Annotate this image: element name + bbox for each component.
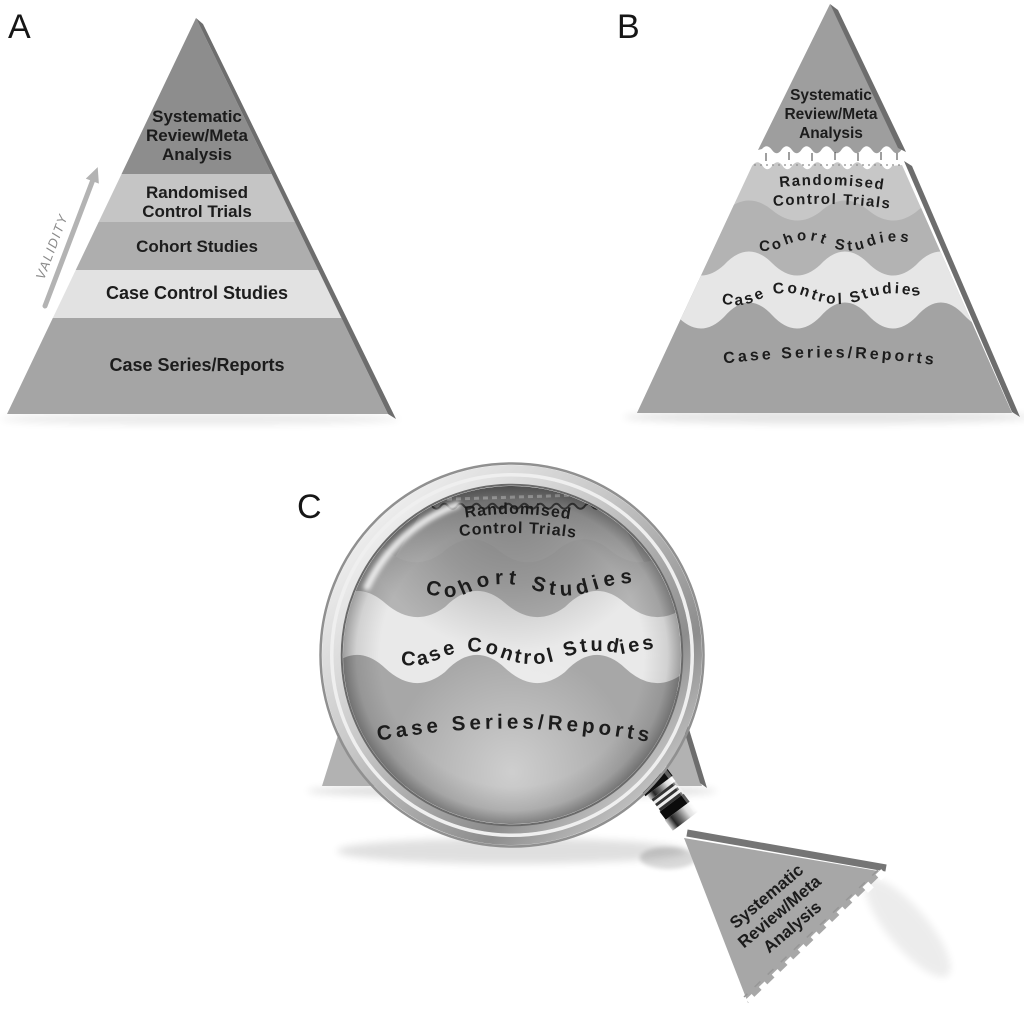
panel-a-base-shadow (0, 413, 400, 425)
lens-rim (319, 462, 705, 848)
label-systematic-line3: Analysis (799, 125, 863, 142)
magnifier-handle: Systematic Review/Meta Analysis (633, 760, 951, 1006)
panel-c-label: C (297, 488, 322, 526)
panel-b-label: B (617, 8, 640, 46)
label-rct-line2: Control Trials (142, 202, 252, 221)
level-case-series-band (7, 318, 388, 414)
label-systematic-line1: Systematic (790, 87, 872, 104)
ferrule-shadow (640, 847, 696, 869)
svg-text:Randomised: Randomised (779, 172, 887, 194)
handle-torn-edge (745, 869, 887, 1006)
validity-arrow-head (85, 167, 99, 184)
pyramid-side-edge (196, 18, 396, 419)
panel-c: C (297, 462, 951, 1006)
label-systematic-line2: Review/Meta (784, 106, 877, 123)
handle-top-edge (686, 829, 887, 872)
rim-outer-edge (319, 462, 705, 848)
rim-outer-band (322, 465, 702, 845)
handle-torn-edge-inner (743, 869, 879, 998)
rim-inner-band (333, 476, 691, 834)
label-case-control: Case Control Studies (106, 283, 288, 303)
svg-text:Randomised: Randomised (463, 501, 572, 523)
panel-a-label: A (8, 8, 31, 46)
pyramid-side-edge (904, 161, 1020, 417)
panel-b-base-shadow (623, 410, 1024, 424)
label-rct-line2: Control Trials (772, 191, 891, 213)
detached-apex-triangle (758, 4, 902, 154)
label-case-series: Case Series/Reports (109, 355, 284, 375)
label-systematic-line1: Systematic (152, 107, 242, 126)
label-systematic-line2: Review/Meta (146, 126, 249, 145)
svg-text:Control Trials: Control Trials (772, 191, 892, 213)
label-rct-line2: Control Trials (458, 520, 577, 542)
handle-triangle (684, 838, 884, 1003)
label-rct-line1: Randomised (463, 501, 571, 523)
validity-arrow-shaft (42, 174, 97, 309)
label-cohort: Cohort Studies (136, 237, 258, 256)
label-systematic-line3: Analysis (162, 145, 232, 164)
apex-side-edge (830, 4, 906, 152)
tear-perforation (765, 152, 898, 161)
svg-text:Control Trials: Control Trials (458, 520, 578, 542)
rim-highlight-band (329, 472, 695, 838)
panel-b: B Systematic Review/Meta Analysis Random… (617, 4, 1024, 424)
level-case-series-band (637, 302, 1012, 413)
label-rct-line1: Randomised (146, 183, 248, 202)
handle-shadow (865, 878, 951, 978)
magnifier-lens: Randomised Control Trials Cohort Studies… (319, 462, 705, 848)
label-rct-line1: Randomised (779, 172, 885, 194)
panel-a: A Systematic Review/Meta Analysis Random… (0, 8, 400, 425)
glass-specular-highlight (363, 501, 461, 591)
rim-inner-edge (340, 483, 684, 827)
lens-shadow (337, 838, 687, 864)
lens-vignette (343, 486, 681, 824)
